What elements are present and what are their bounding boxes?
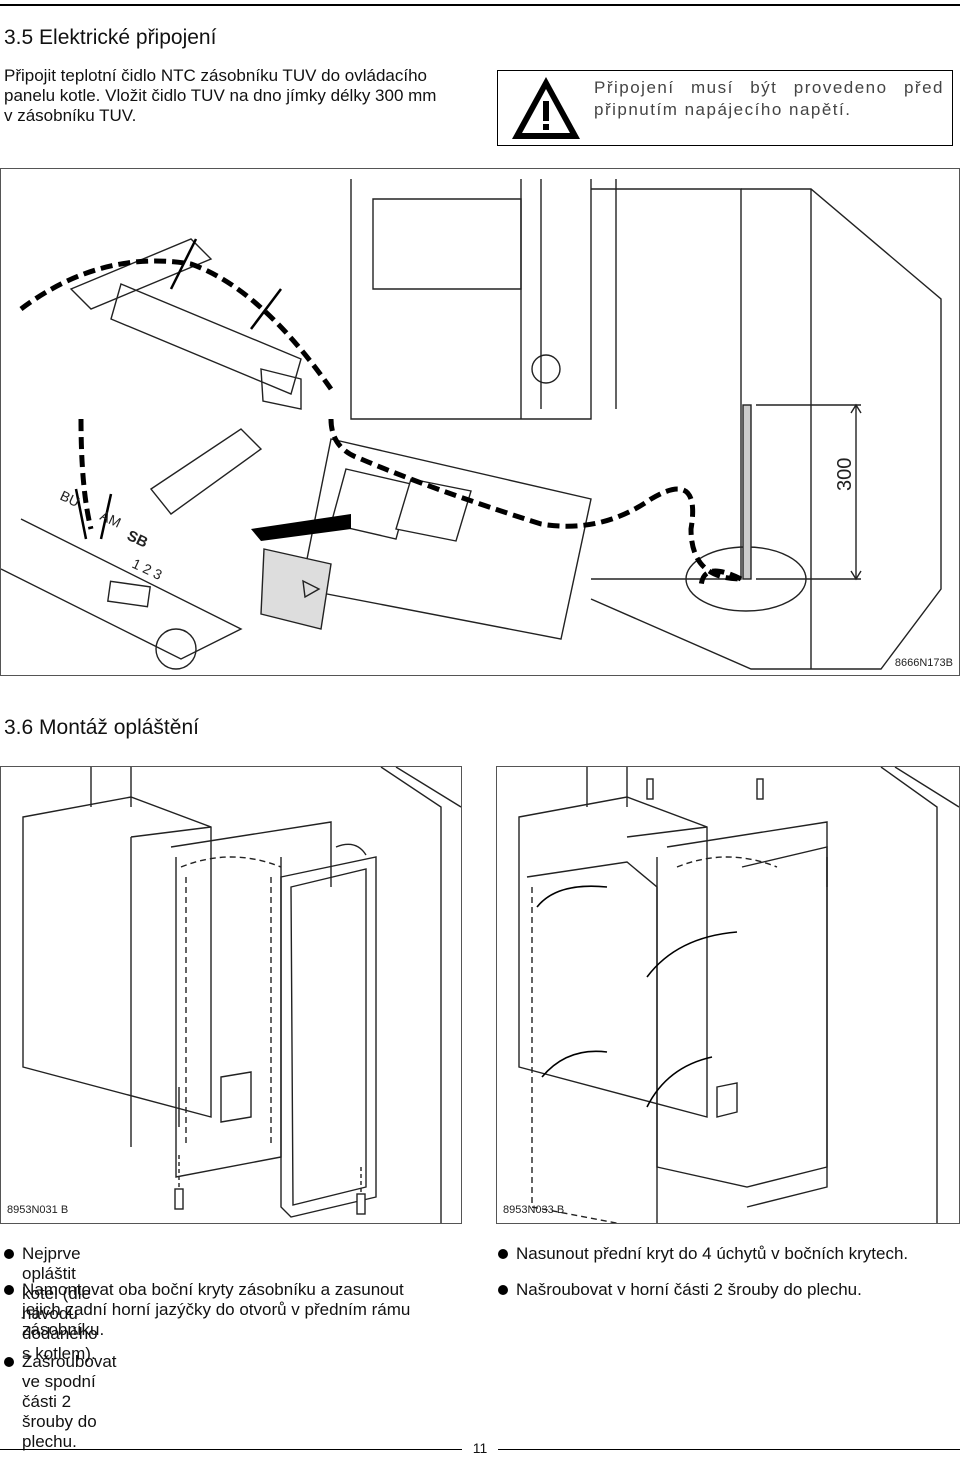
figure-electrical-connection: BU AM SB 1 2 3 300 8666N173B	[0, 168, 960, 676]
intro-paragraph: Připojit teplotní čidlo NTC zásobníku TU…	[4, 66, 484, 126]
connector-terminals: 1 2 3	[130, 555, 165, 583]
figure-casing-right: 8953N033 B	[496, 766, 960, 1228]
casing-front-cover-illustration: 8953N033 B	[503, 766, 960, 1228]
bullet-line: Namontovat oba boční kryty zásobníku a z…	[22, 1280, 404, 1299]
casing-side-covers-illustration: 8953N031 B	[7, 766, 462, 1223]
boiler-wiring-illustration: BU AM SB 1 2 3 300 8666N173B	[0, 179, 953, 670]
warning-box: Připojení musí být provedeno před připnu…	[497, 70, 953, 146]
bullet-line: Našroubovat v horní části 2 šrouby do pl…	[516, 1280, 862, 1299]
figure-code: 8666N173B	[895, 657, 953, 669]
warning-triangle-icon	[512, 77, 580, 139]
intro-line: Připojit teplotní čidlo NTC zásobníku TU…	[4, 66, 428, 85]
figure-code-left: 8953N031 B	[7, 1204, 68, 1216]
intro-line: v zásobníku TUV.	[4, 106, 137, 125]
bullet-dot	[4, 1357, 14, 1367]
warning-line: připnutím napájecího napětí.	[594, 100, 852, 119]
section-heading-electrical: 3.5 Elektrické připojení	[4, 26, 217, 49]
bullet-line: Nejprve opláštit kotel (dle návodu dodan…	[22, 1244, 98, 1363]
page-number: 11	[462, 1440, 498, 1456]
bullet-dot	[498, 1249, 508, 1259]
figure-casing-left: 8953N031 B	[0, 766, 462, 1224]
bullet-line: jejich zadní horní jazýčky do otvorů v p…	[22, 1300, 411, 1319]
connector-label-sb: SB	[124, 527, 150, 551]
bullet-dot	[498, 1285, 508, 1295]
bullet-line: Zašroubovat ve spodní části 2 šrouby do …	[22, 1352, 117, 1451]
figure-code-right: 8953N033 B	[503, 1204, 564, 1216]
bullet-list-left: Nejprve opláštit kotel (dle návodu dodan…	[4, 1244, 474, 1451]
warning-line: Připojení musí být provedeno před	[594, 78, 944, 97]
bullet-list-right: Nasunout přední kryt do 4 úchytů v boční…	[498, 1244, 958, 1304]
connector-label-am: AM	[98, 507, 124, 530]
intro-line: panelu kotle. Vložit čidlo TUV na dno jí…	[4, 86, 437, 105]
bullet-line: Nasunout přední kryt do 4 úchytů v boční…	[516, 1244, 909, 1263]
connector-label-bu: BU	[58, 487, 82, 510]
section-heading-casing: 3.6 Montáž opláštění	[4, 716, 199, 739]
top-rule	[0, 4, 960, 6]
bullet-dot	[4, 1285, 14, 1295]
dimension-label: 300	[834, 458, 856, 491]
bullet-line: zásobníku.	[22, 1320, 105, 1339]
bullet-dot	[4, 1249, 14, 1259]
